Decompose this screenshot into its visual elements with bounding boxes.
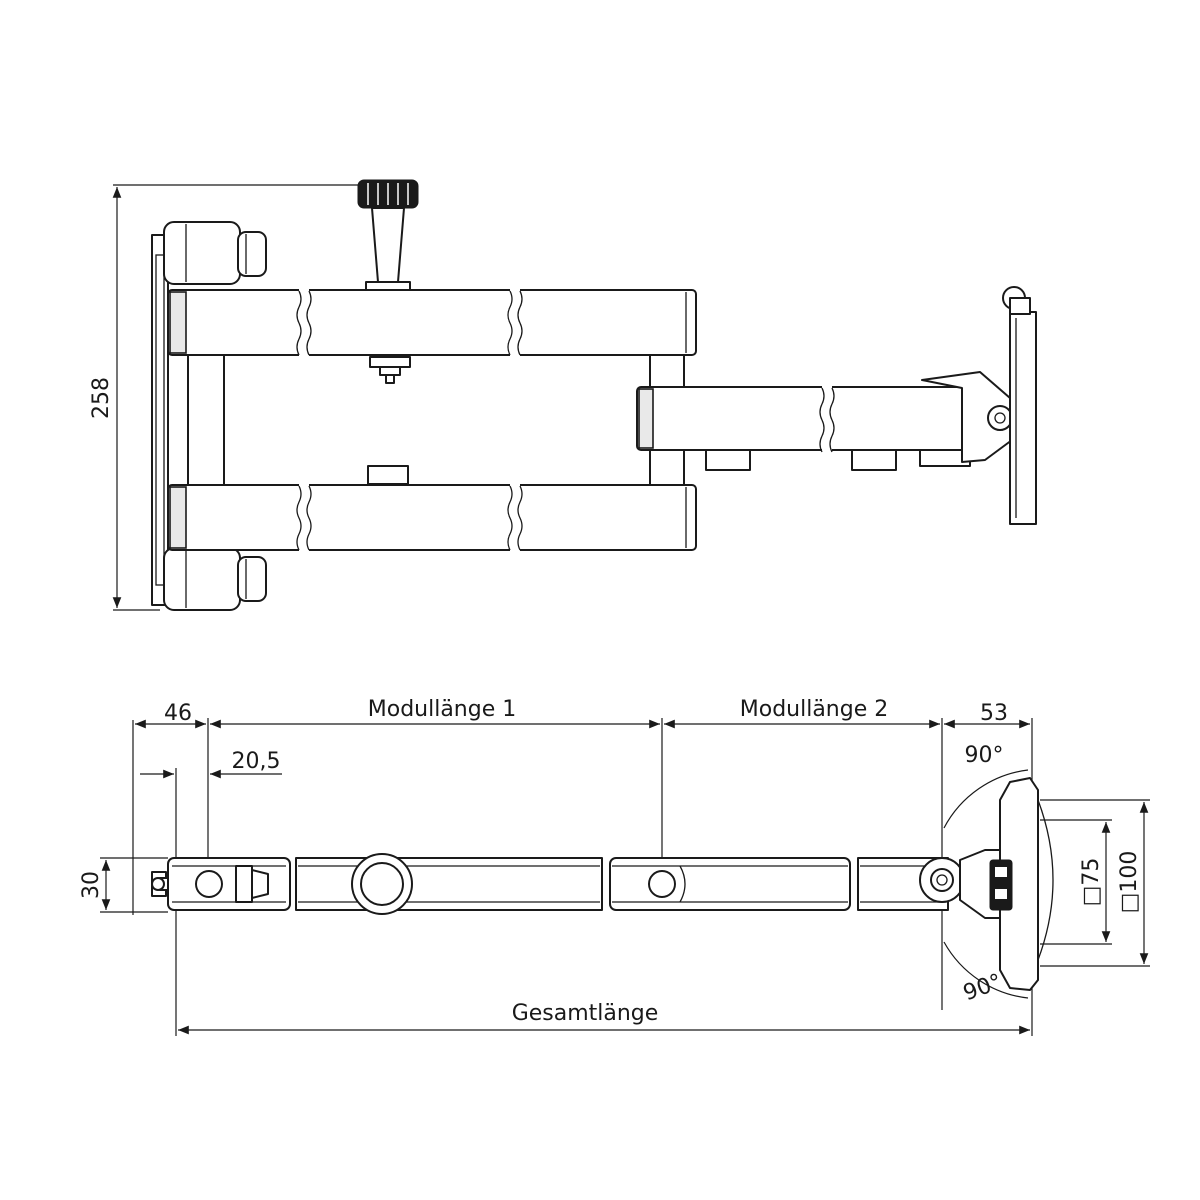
dimension-label-total: Gesamtlänge <box>512 1001 659 1026</box>
vesa-head <box>919 777 1054 991</box>
arm-bar-segment <box>167 857 291 911</box>
tension-knob <box>357 179 419 291</box>
dimension-label-module-2: Modullänge 2 <box>740 697 889 722</box>
angle-label-bottom: 90° <box>960 969 1005 1006</box>
rotation-arc <box>943 941 1029 999</box>
joint-pin <box>369 356 411 384</box>
swivel-head <box>921 371 1013 463</box>
arm-bar-segment <box>609 857 851 911</box>
dimension-label-20-5: 20,5 <box>232 749 281 774</box>
dimension-label-vesa-75: □75 <box>1079 858 1104 907</box>
dimension-label-46: 46 <box>164 701 192 726</box>
lower-arm <box>167 484 697 551</box>
joint-pin <box>367 465 409 485</box>
arm-bar-segment <box>295 857 603 911</box>
vertical-post <box>187 354 225 486</box>
pivot-hole <box>195 870 223 898</box>
break-marks <box>296 286 835 555</box>
dimension-label-module-1: Modullänge 1 <box>368 697 517 722</box>
monitor-plate <box>1002 286 1037 525</box>
top-hinge-knuckle <box>163 221 267 285</box>
pivot-hole <box>648 865 686 903</box>
wall-plate <box>151 234 169 606</box>
height-dimension-label: 258 <box>89 377 114 419</box>
side-view: 258 <box>89 179 1037 611</box>
second-arm <box>636 386 976 471</box>
end-bolt <box>151 871 171 897</box>
clamp-screw <box>235 865 269 903</box>
top-view: 46 Modullänge 1 Modullänge 2 53 20,5 30 <box>79 697 1150 1036</box>
bottom-hinge-knuckle <box>163 547 267 611</box>
dimension-label-30: 30 <box>79 871 104 899</box>
dimension-label-53: 53 <box>980 701 1008 726</box>
tension-knob-top <box>351 853 413 915</box>
dimension-label-vesa-100: □100 <box>1117 851 1142 914</box>
upper-arm <box>167 289 697 356</box>
rotation-arc <box>943 769 1029 829</box>
angle-label-top: 90° <box>965 743 1004 768</box>
